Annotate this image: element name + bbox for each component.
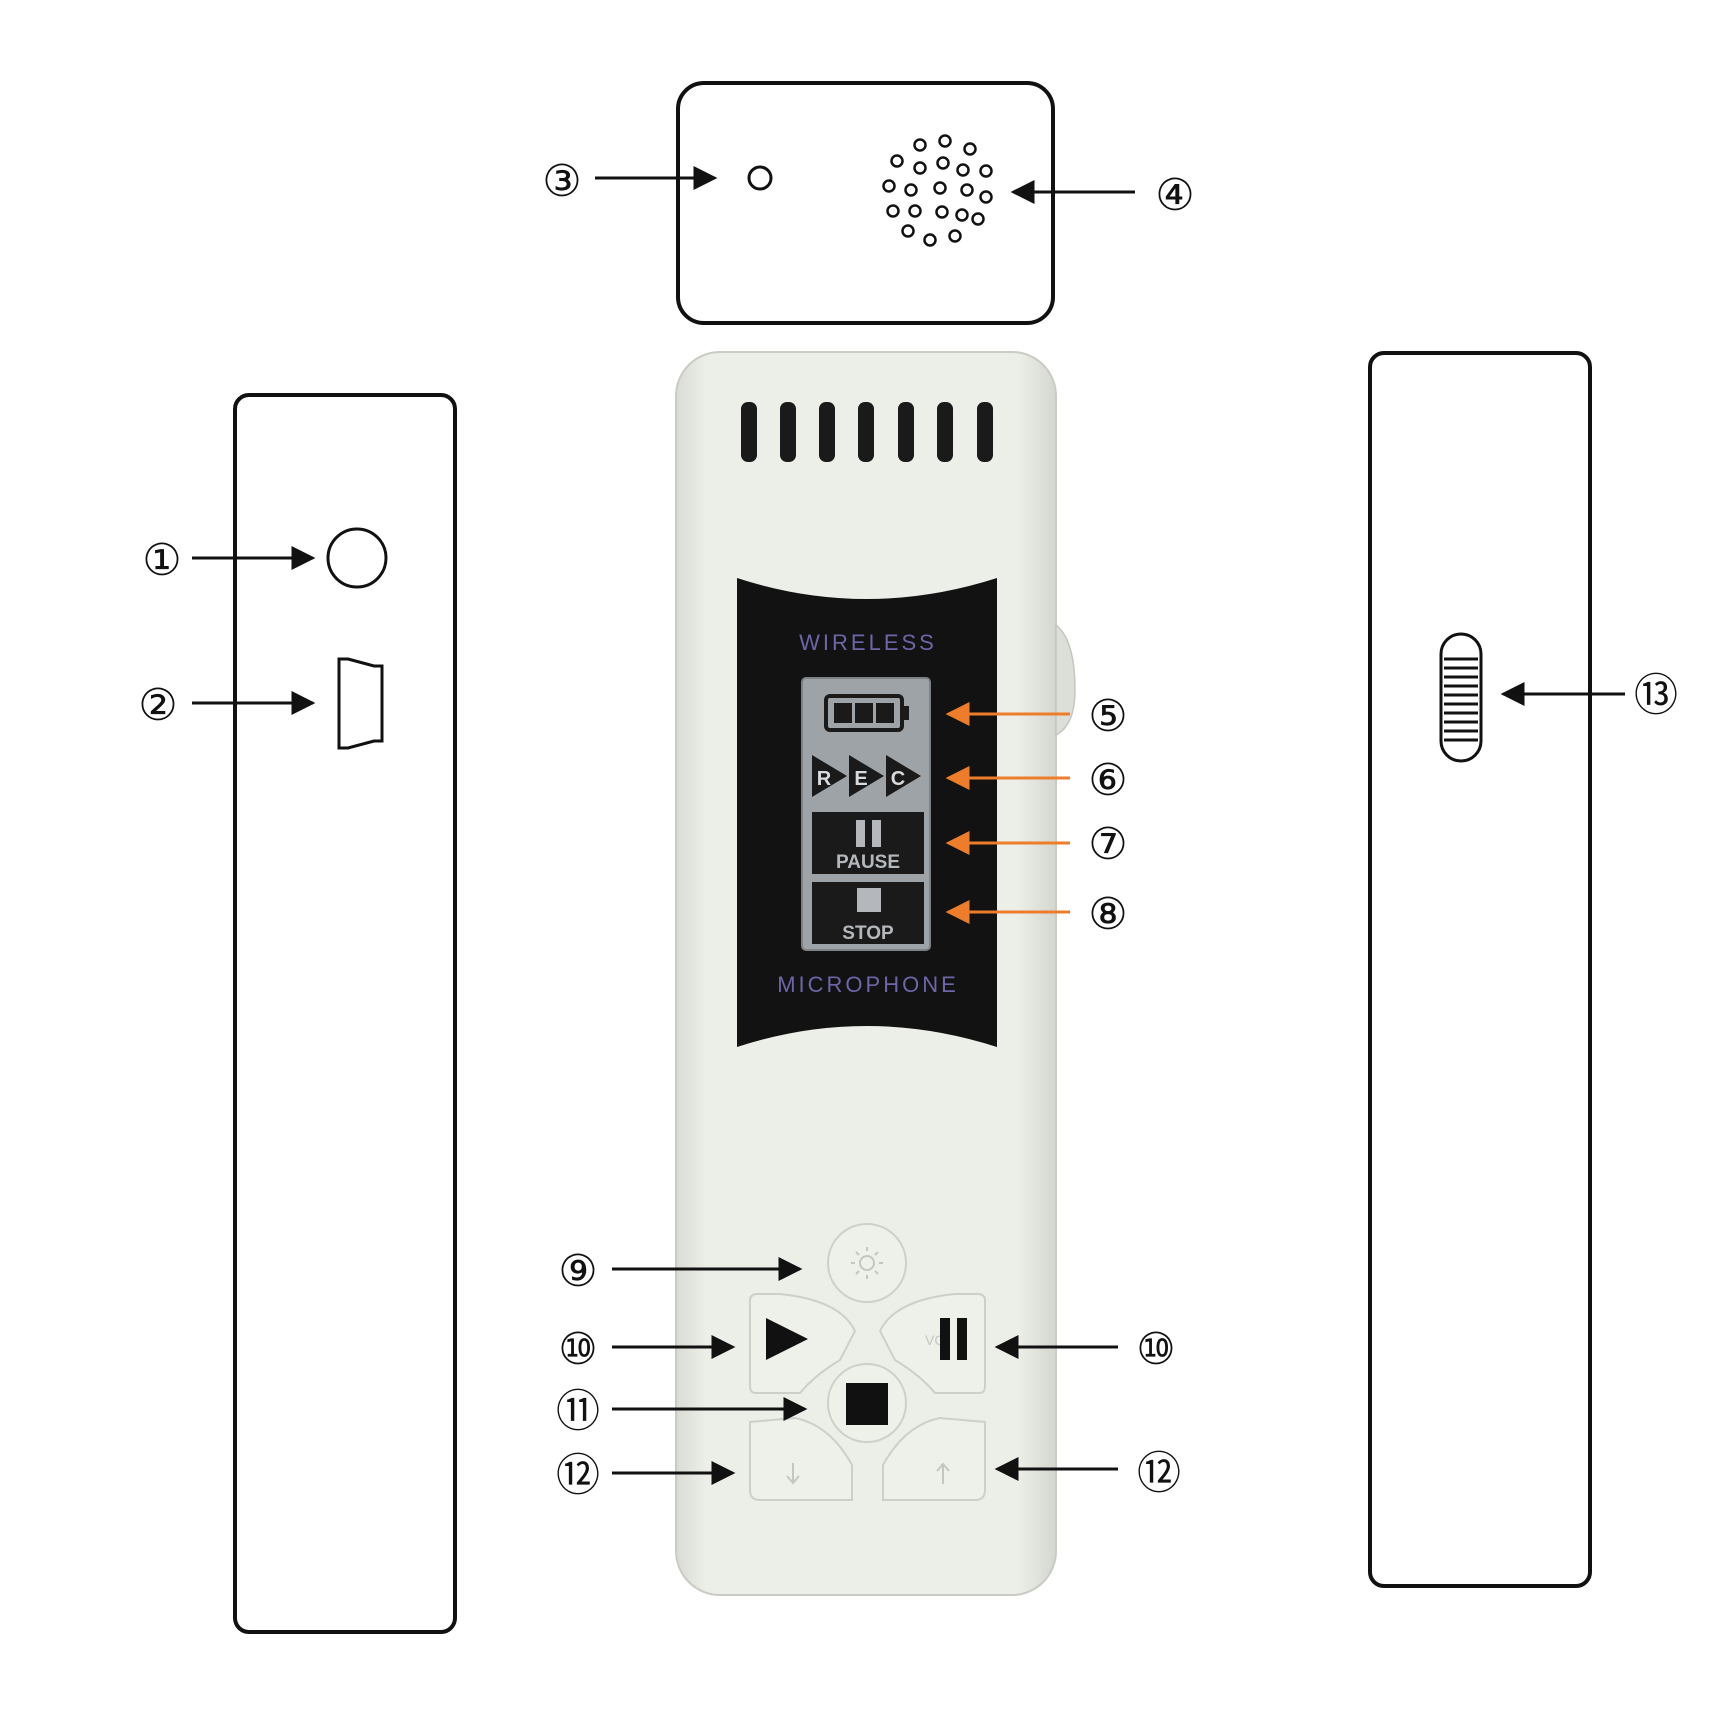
- callout-10-left: ⑩: [558, 1324, 597, 1375]
- right-side-view: ⑬: [1368, 351, 1678, 1588]
- rec-letter-e: E: [854, 768, 867, 790]
- thumbwheel-icon: [1439, 632, 1483, 763]
- left-side-view: ① ②: [138, 393, 457, 1634]
- audio-jack-icon: [326, 527, 388, 589]
- pause-indicator: PAUSE: [812, 812, 924, 874]
- callout-8: ⑧: [1088, 889, 1127, 940]
- callout-1: ①: [142, 535, 181, 586]
- stop-indicator: STOP: [812, 882, 924, 944]
- mic-hole-icon: [747, 165, 773, 191]
- device-front: WIRELESS MICROPHONE R E C PAUSE: [675, 351, 1076, 1596]
- screen-callouts: ⑤ ⑥ ⑦ ⑧: [945, 691, 1128, 940]
- vent-slots: [741, 402, 993, 462]
- sun-icon: [851, 1247, 883, 1279]
- arrow-down-icon: [786, 1463, 800, 1485]
- play-button[interactable]: [749, 1293, 857, 1394]
- callout-12-left: ⑫: [556, 1450, 600, 1501]
- stop-icon: [846, 1383, 888, 1425]
- thumbwheel-ridges: [1444, 657, 1478, 742]
- speaker-grille-icon: [882, 134, 993, 247]
- stop-button[interactable]: [827, 1363, 907, 1443]
- panel-label-wireless: WIRELESS: [799, 630, 937, 655]
- callout-6: ⑥: [1088, 755, 1127, 806]
- stop-label: STOP: [842, 923, 894, 944]
- usb-port-icon: [337, 657, 384, 750]
- callout-13: ⑬: [1634, 670, 1678, 721]
- callout-12-right: ⑫: [1137, 1448, 1181, 1499]
- light-button[interactable]: [827, 1223, 907, 1303]
- button-callouts: ⑨ ⑩ ⑩ ⑪ ⑫ ⑫: [556, 1246, 1181, 1501]
- side-wheel-bump: [1055, 623, 1076, 737]
- battery-icon: [824, 694, 909, 732]
- panel-label-microphone: MICROPHONE: [777, 972, 959, 997]
- down-button[interactable]: [749, 1416, 853, 1501]
- rec-indicator: R E C: [812, 755, 921, 797]
- callout-4: ④: [1155, 170, 1194, 221]
- left-side-outline: [233, 393, 457, 1634]
- callout-9: ⑨: [558, 1246, 597, 1297]
- pause-label: PAUSE: [836, 852, 900, 873]
- top-view: ③ ④: [542, 81, 1195, 325]
- callout-2: ②: [138, 680, 177, 731]
- pause-button[interactable]: VO: [878, 1293, 986, 1394]
- right-side-outline: [1368, 351, 1592, 1588]
- callout-10-right: ⑩: [1136, 1324, 1175, 1375]
- rec-letter-c: C: [891, 768, 905, 790]
- pause-icon: [940, 1318, 950, 1360]
- callout-11: ⑪: [556, 1386, 600, 1437]
- top-view-outline: [676, 81, 1055, 325]
- rec-letter-r: R: [817, 768, 832, 790]
- up-button[interactable]: [882, 1416, 986, 1501]
- callout-7: ⑦: [1088, 819, 1127, 870]
- arrow-up-icon: [936, 1462, 950, 1484]
- callout-5: ⑤: [1088, 691, 1127, 742]
- callout-3: ③: [542, 156, 581, 207]
- play-icon: [766, 1318, 808, 1360]
